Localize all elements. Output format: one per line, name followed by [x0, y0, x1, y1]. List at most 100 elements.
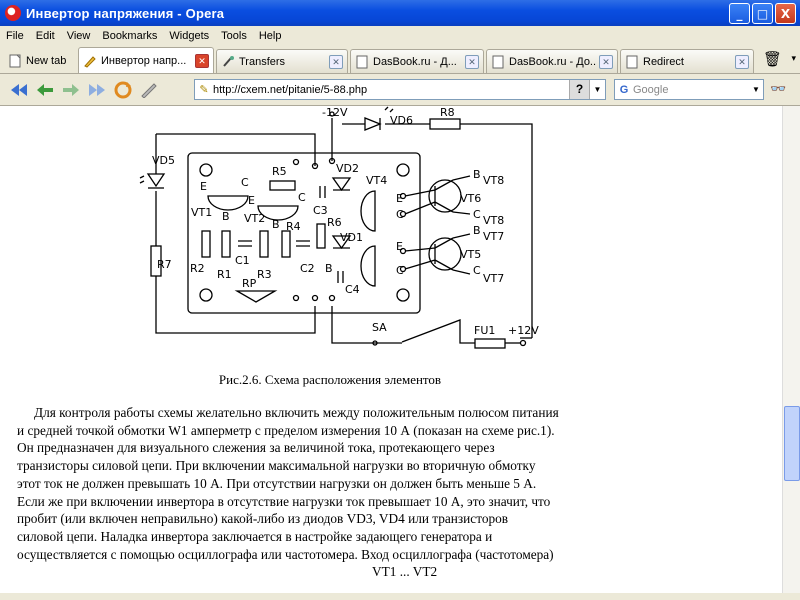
close-button[interactable]: X	[775, 3, 796, 24]
new-tab-label: New tab	[26, 55, 67, 67]
new-tab-icon	[8, 54, 22, 68]
tab-bar: New tab Инвертор напр... ✕ Transfers ✕ D…	[0, 46, 800, 74]
article-line: Если же при включении инвертора в отсутс…	[17, 493, 551, 509]
tab-label: Redirect	[643, 55, 684, 68]
article-line: и средней точкой обмотки W1 амперметр с …	[17, 422, 555, 438]
navigation-bar: ✎ http://cxem.net/pitanie/5-88.php ? ▼ G…	[0, 74, 800, 106]
schematic-label: VT6	[460, 192, 481, 205]
window-controls: _ □ X	[729, 3, 796, 24]
article-paragraph: Для контроля работы схемы желательно вкл…	[17, 404, 672, 581]
schematic-label: C1	[235, 254, 250, 267]
search-dropdown-icon[interactable]: ▼	[752, 85, 760, 94]
menu-bar: File Edit View Bookmarks Widgets Tools H…	[0, 26, 800, 46]
menu-view[interactable]: View	[66, 30, 91, 42]
close-tab-icon[interactable]: ✕	[735, 54, 749, 69]
page-content: -12V VD6 R8 VD5 R5 VD2 VT4 B VT8 VT6 C V…	[0, 106, 782, 593]
menu-file[interactable]: File	[6, 30, 24, 42]
close-tab-icon[interactable]: ✕	[329, 54, 343, 69]
rewind-button[interactable]	[6, 78, 32, 102]
mount-hole	[199, 163, 213, 177]
article-line: этот ток не должен превышать 10 А. При о…	[17, 475, 537, 491]
fu1-fuse	[474, 338, 506, 349]
schematic-label: SA	[372, 321, 387, 334]
schematic-label: R8	[440, 106, 455, 119]
schematic-label: VT2	[244, 212, 265, 225]
transfers-icon	[221, 55, 235, 69]
fast-forward-icon	[89, 83, 105, 96]
schematic-label: R6	[327, 216, 342, 229]
page-icon	[355, 55, 369, 69]
page-pencil-icon: ✎	[199, 84, 209, 96]
schematic-label: VT1	[191, 206, 212, 219]
schematic-label: C	[473, 208, 481, 221]
tab-label: DasBook.ru - До...	[509, 55, 596, 68]
forward-arrow-icon	[63, 83, 79, 96]
vertical-scrollbar[interactable]	[782, 106, 800, 593]
tab-dasbook-1[interactable]: DasBook.ru - Д... ✕	[350, 49, 484, 73]
scrollbar-thumb[interactable]	[784, 406, 800, 481]
r6-resistor	[316, 223, 326, 249]
address-dropdown-icon[interactable]: ▼	[589, 80, 605, 99]
back-button[interactable]	[32, 78, 58, 102]
tab-menu-chevron-icon[interactable]: ▾	[791, 54, 796, 64]
glasses-icon[interactable]: 👓	[770, 82, 787, 97]
menu-widgets[interactable]: Widgets	[169, 30, 210, 42]
back-arrow-icon	[37, 83, 53, 96]
schematic-label: C3	[313, 204, 328, 217]
opera-logo-icon	[5, 5, 21, 21]
tab-transfers[interactable]: Transfers ✕	[216, 49, 348, 73]
schematic-label: C4	[345, 283, 360, 296]
reload-icon	[114, 81, 132, 98]
page-icon	[491, 55, 505, 69]
tab-dasbook-2[interactable]: DasBook.ru - До... ✕	[486, 49, 618, 73]
vd1-diode	[331, 235, 352, 250]
trash-icon[interactable]: 🗑	[762, 50, 782, 68]
fast-forward-button[interactable]	[84, 78, 110, 102]
wire	[331, 306, 375, 344]
close-tab-icon[interactable]: ✕	[465, 54, 479, 69]
pencil-icon	[83, 54, 97, 68]
new-tab-button[interactable]: New tab	[4, 49, 76, 73]
search-field[interactable]: G Google ▼	[614, 79, 764, 100]
menu-edit[interactable]: Edit	[35, 30, 55, 42]
figure-caption: Рис.2.6. Схема расположения элементов	[218, 372, 442, 387]
address-field[interactable]: ✎ http://cxem.net/pitanie/5-88.php ? ▼	[194, 79, 606, 100]
schematic-label: E	[396, 240, 403, 253]
schematic-label: RP	[242, 277, 257, 290]
schematic-label: C	[396, 264, 404, 277]
schematic-label: B	[272, 218, 280, 231]
minimize-button[interactable]: _	[729, 3, 750, 24]
maximize-button[interactable]: □	[752, 3, 773, 24]
r5-resistor	[269, 180, 296, 191]
menu-tools[interactable]: Tools	[221, 30, 247, 42]
schematic-label: C	[241, 176, 249, 189]
close-tab-icon[interactable]: ✕	[599, 54, 613, 69]
tab-inverter[interactable]: Инвертор напр... ✕	[78, 47, 214, 73]
circuit-schematic: -12V VD6 R8 VD5 R5 VD2 VT4 B VT8 VT6 C V…	[139, 106, 539, 349]
forward-button[interactable]	[58, 78, 84, 102]
schematic-label: E	[396, 192, 403, 205]
pencil-icon	[141, 82, 157, 98]
schematic-label: C	[396, 208, 404, 221]
reload-button[interactable]	[110, 78, 136, 102]
schematic-label: R5	[272, 165, 287, 178]
schematic-label: E	[200, 180, 207, 193]
menu-bookmarks[interactable]: Bookmarks	[102, 30, 158, 42]
tab-label: DasBook.ru - Д...	[373, 55, 457, 68]
wire	[156, 133, 316, 166]
schematic-label: B	[473, 168, 481, 181]
url-text[interactable]: http://cxem.net/pitanie/5-88.php	[213, 83, 368, 96]
tab-label: Transfers	[239, 55, 286, 68]
window-title: Инвертор напряжения - Opera	[26, 5, 225, 21]
menu-help[interactable]: Help	[258, 30, 282, 42]
edit-button[interactable]	[136, 78, 162, 102]
schematic-label: R3	[257, 268, 272, 281]
schematic-label: B	[325, 262, 333, 275]
tab-redirect[interactable]: Redirect ✕	[620, 49, 754, 73]
schematic-label: -12V	[322, 106, 348, 119]
r4-resistor	[281, 230, 291, 258]
schematic-label: C2	[300, 262, 315, 275]
help-button[interactable]: ?	[569, 80, 589, 99]
close-tab-icon[interactable]: ✕	[195, 53, 209, 68]
schematic-label: E	[248, 194, 255, 207]
